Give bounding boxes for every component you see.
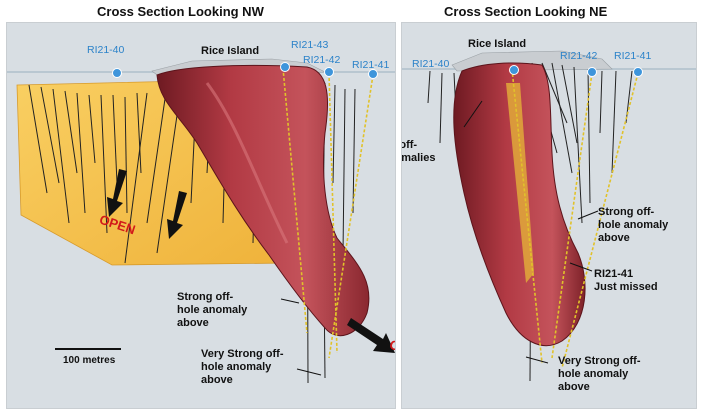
scale-bar-label: 100 metres: [63, 354, 115, 367]
left-hole-label-2: RI21-43: [291, 39, 328, 52]
right-cross-section: Rice Island RI21-40 RI21-42 RI21-41 Mod-…: [401, 22, 697, 409]
left-panel-title: Cross Section Looking NW: [97, 4, 264, 19]
left-hole-label-1: RI21-40: [87, 44, 124, 57]
right-hole-label-2: RI21-42: [560, 50, 597, 63]
hole-marker-ri21-40: [113, 69, 122, 78]
left-hole-label-3: RI21-42: [303, 54, 340, 67]
hole-marker-ri21-42: [588, 68, 597, 77]
hole-marker-ri21-42: [325, 68, 334, 77]
right-annotation-just-missed: RI21-41 Just missed: [594, 268, 658, 294]
hole-marker-ri21-41: [634, 68, 643, 77]
right-rice-island-label: Rice Island: [468, 38, 526, 51]
right-panel-title: Cross Section Looking NE: [444, 4, 607, 19]
left-annotation-very-strong: Very Strong off- hole anomaly above: [201, 348, 284, 387]
right-annotation-strong: Strong off- hole anomaly above: [598, 206, 668, 245]
left-cross-section: Rice Island RI21-40 RI21-43 RI21-42 RI21…: [6, 22, 396, 409]
left-rice-island-label: Rice Island: [201, 45, 259, 58]
right-hole-label-3: RI21-41: [614, 50, 651, 63]
hole-marker-ri21-43: [281, 63, 290, 72]
left-hole-label-4: RI21-41: [352, 59, 389, 72]
right-annotation-very-strong: Very Strong off- hole anomaly above: [558, 355, 641, 394]
left-annotation-strong: Strong off- hole anomaly above: [177, 291, 247, 330]
right-annotation-mod-str: Mod-str off- hole anomalies below: [401, 139, 435, 178]
hole-marker-ri21-40: [510, 66, 519, 75]
right-hole-label-1: RI21-40: [412, 58, 449, 71]
